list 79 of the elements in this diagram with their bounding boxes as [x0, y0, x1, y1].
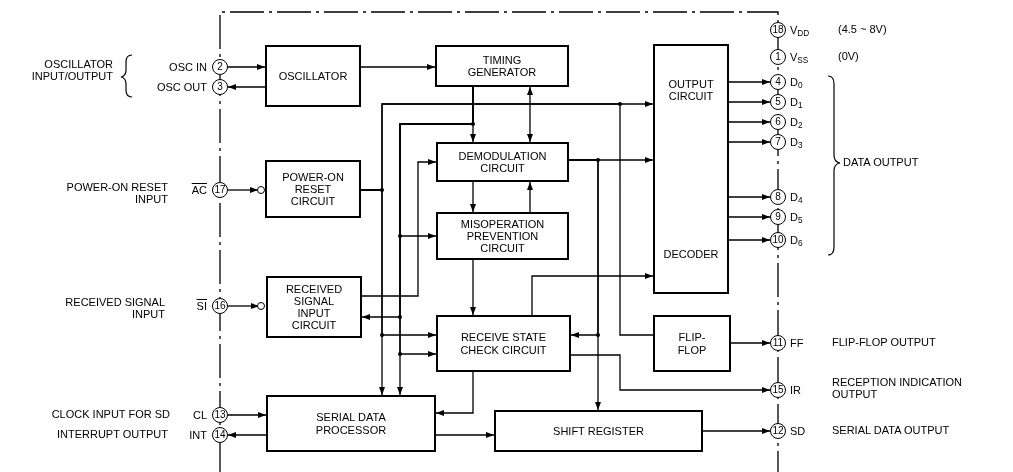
circuit-block [436, 142, 569, 182]
arrow [728, 214, 771, 220]
circuit-block [265, 45, 361, 107]
arrow [227, 64, 266, 70]
arrow [728, 79, 771, 85]
signal-description: (0V) [838, 50, 860, 63]
circuit-block [653, 44, 729, 294]
pin-name: D$_{3}$ [790, 137, 803, 148]
pin-name: D$_{1}$ [790, 97, 803, 108]
arrow [227, 432, 267, 438]
pin-name: IR [790, 385, 801, 396]
signal-description: FLIP-FLOP OUTPUT [832, 336, 937, 349]
block-label: OUTPUT CIRCUIT [667, 78, 715, 103]
block-label: SHIFT REGISTER [553, 424, 644, 438]
pin-name: D$_{4}$ [790, 192, 803, 203]
circuit-block [266, 395, 436, 452]
pin-name: SD [790, 426, 806, 437]
signal-description: RECEIVED SIGNAL INPUT [64, 296, 165, 321]
pin-name: D$_{0}$ [790, 77, 803, 88]
pin-name: D$_{5}$ [790, 212, 803, 223]
arrow [728, 194, 771, 200]
circuit-block [265, 160, 361, 218]
signal-description: POWER-ON RESET INPUT [65, 181, 168, 206]
arrow [227, 187, 259, 193]
arrow [527, 86, 533, 143]
block-label: TIMING GENERATOR [466, 53, 538, 79]
signal-description: RECEPTION INDICATION OUTPUT [832, 376, 963, 401]
arrow [227, 412, 267, 418]
circuit-block [435, 45, 569, 87]
arrow [227, 303, 260, 309]
arrow [470, 259, 476, 316]
arrow [730, 340, 771, 346]
signal-description: (4.5 ~ 8V) [838, 23, 888, 36]
circuit-block [436, 315, 571, 372]
circuit-block [436, 212, 569, 260]
arrow [728, 237, 771, 243]
block-label: MISOPERATION PREVENTION CIRCUIT [459, 217, 546, 255]
arrow [527, 181, 533, 213]
arrow [728, 99, 771, 105]
arrow [568, 159, 599, 338]
circuit-block [266, 276, 362, 338]
block-label: POWER-ON RESET CIRCUIT [281, 170, 345, 208]
block-label: FLIP-FLOP [676, 331, 708, 356]
circuit-block [494, 410, 703, 452]
arrow [360, 189, 385, 396]
signal-description: DATA OUTPUT [843, 156, 920, 169]
pin-name: INT [189, 430, 207, 441]
block-label: RECEIVED SIGNAL INPUT CIRCUIT [284, 282, 344, 332]
pin-name: D$_{2}$ [790, 117, 803, 128]
arrow [435, 371, 474, 416]
block-label: SERIAL DATA PROCESSOR [314, 411, 388, 436]
arrow [702, 428, 771, 434]
block-label: OSCILLATOR [278, 69, 348, 83]
pin-name: D$_{6}$ [790, 235, 803, 246]
signal-description: INTERRUPT OUTPUT [55, 428, 168, 441]
block-label: RECEIVE STATE CHECK CIRCUIT [459, 331, 548, 356]
arrow [470, 181, 476, 213]
pin-name: OSC OUT [156, 82, 207, 93]
pin-name: V$_{DD}$ [790, 25, 810, 36]
pin-name: OSC IN [169, 62, 207, 73]
arrow [570, 354, 771, 393]
signal-description: OSCILLATOR INPUT/OUTPUT [30, 58, 113, 83]
pin-name: V$_{SS}$ [790, 52, 809, 63]
block-label: DEMODULATION CIRCUIT [457, 149, 548, 175]
arrow [728, 139, 771, 145]
arrow [360, 64, 436, 70]
arrow [227, 84, 266, 90]
arrow [728, 119, 771, 125]
arrow [435, 432, 495, 438]
pin-name: FF [790, 338, 804, 349]
arrow [531, 273, 654, 316]
signal-description: SERIAL DATA OUTPUT [832, 424, 951, 437]
pin-name: SI [196, 301, 207, 312]
block-label: DECODER [663, 247, 719, 260]
arrow [361, 159, 437, 297]
pin-name: AC [191, 185, 207, 196]
pin-name: CL [192, 410, 207, 421]
circuit-block [653, 315, 731, 372]
signal-description: CLOCK INPUT FOR SD [50, 408, 170, 421]
